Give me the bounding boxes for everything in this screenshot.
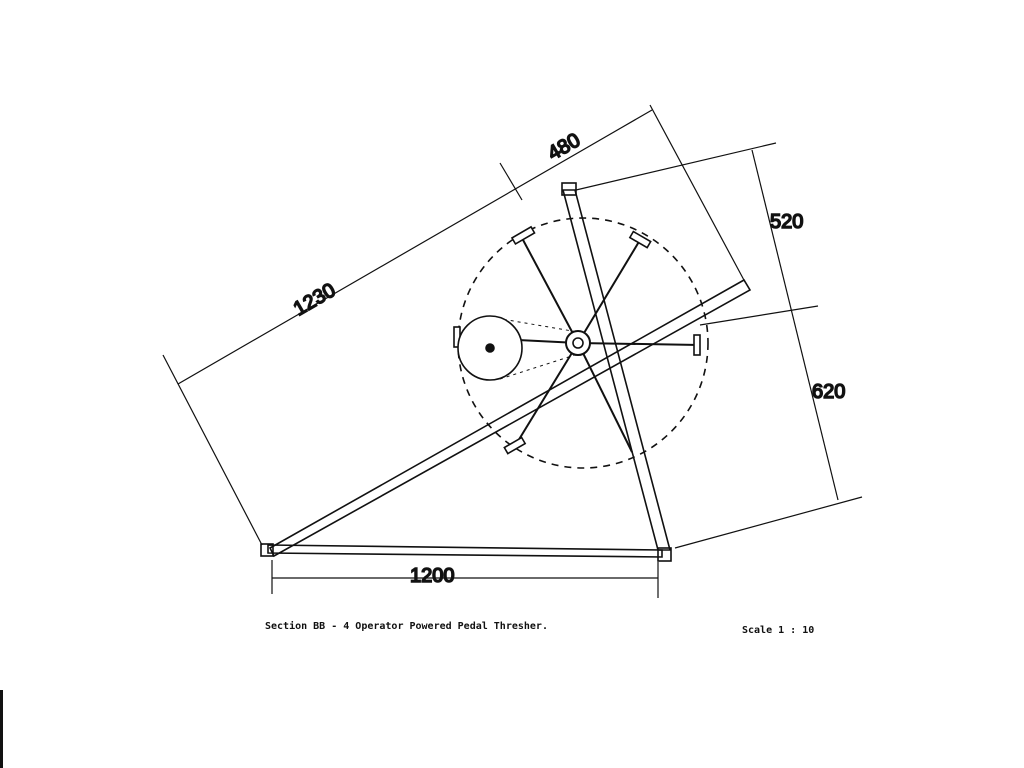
post-top-cap [561, 182, 577, 196]
dim-520: 520 [770, 211, 803, 233]
dim-480: 480 [544, 129, 584, 165]
dim-620: 620 [812, 381, 845, 403]
drawing-scale: Scale 1 : 10 [742, 625, 815, 636]
pulley-center [485, 343, 495, 353]
drawing-caption: Section BB - 4 Operator Powered Pedal Th… [265, 621, 548, 632]
dim-1200: 1200 [410, 565, 455, 587]
frame [260, 182, 752, 562]
upright-post [561, 189, 672, 551]
hub [565, 330, 591, 356]
base-bar [267, 544, 663, 558]
beaters [453, 225, 701, 455]
diagonal-bar [268, 278, 752, 558]
dim-1230: 1230 [290, 279, 340, 320]
scan-edge-mark [0, 690, 3, 768]
right-foot [657, 547, 672, 562]
left-foot [260, 543, 274, 557]
hub-inner [572, 337, 584, 349]
pulley [457, 315, 579, 381]
dimension-lines [162, 104, 863, 598]
